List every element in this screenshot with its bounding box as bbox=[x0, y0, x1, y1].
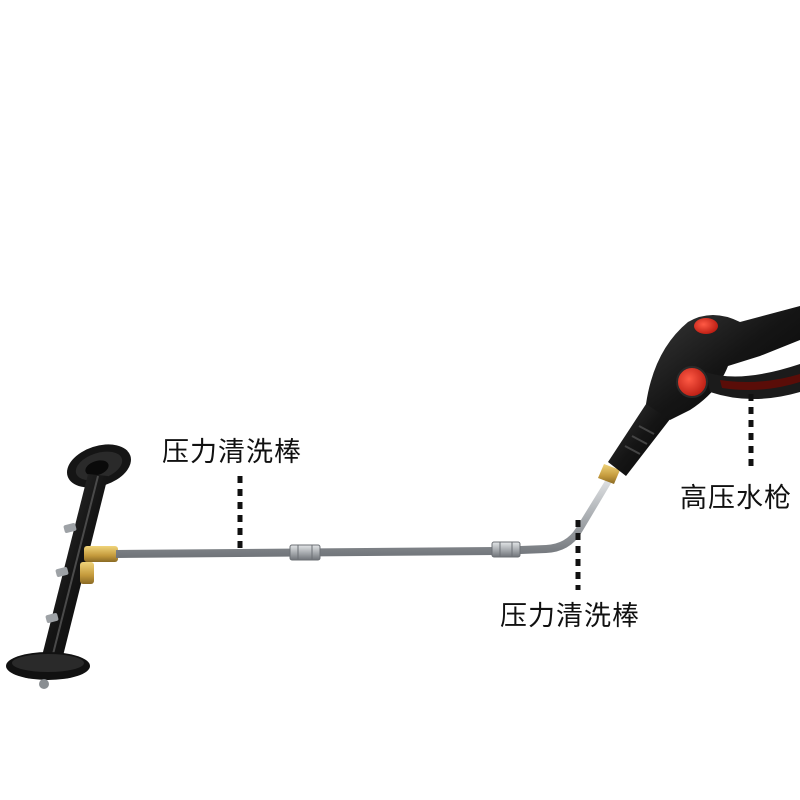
label-pressure-wand-middle: 压力清洗棒 bbox=[500, 601, 640, 632]
callout-lines bbox=[237, 394, 754, 590]
red-button-top bbox=[694, 318, 718, 334]
red-button-side bbox=[677, 367, 707, 397]
undercarriage-washer bbox=[6, 444, 131, 689]
label-spray-gun: 高压水枪 bbox=[680, 483, 792, 514]
wand bbox=[116, 476, 613, 561]
spray-gun bbox=[598, 306, 800, 484]
brass-connector bbox=[84, 546, 118, 562]
label-pressure-wand-left: 压力清洗棒 bbox=[162, 437, 302, 468]
wand-coupling bbox=[289, 544, 321, 561]
